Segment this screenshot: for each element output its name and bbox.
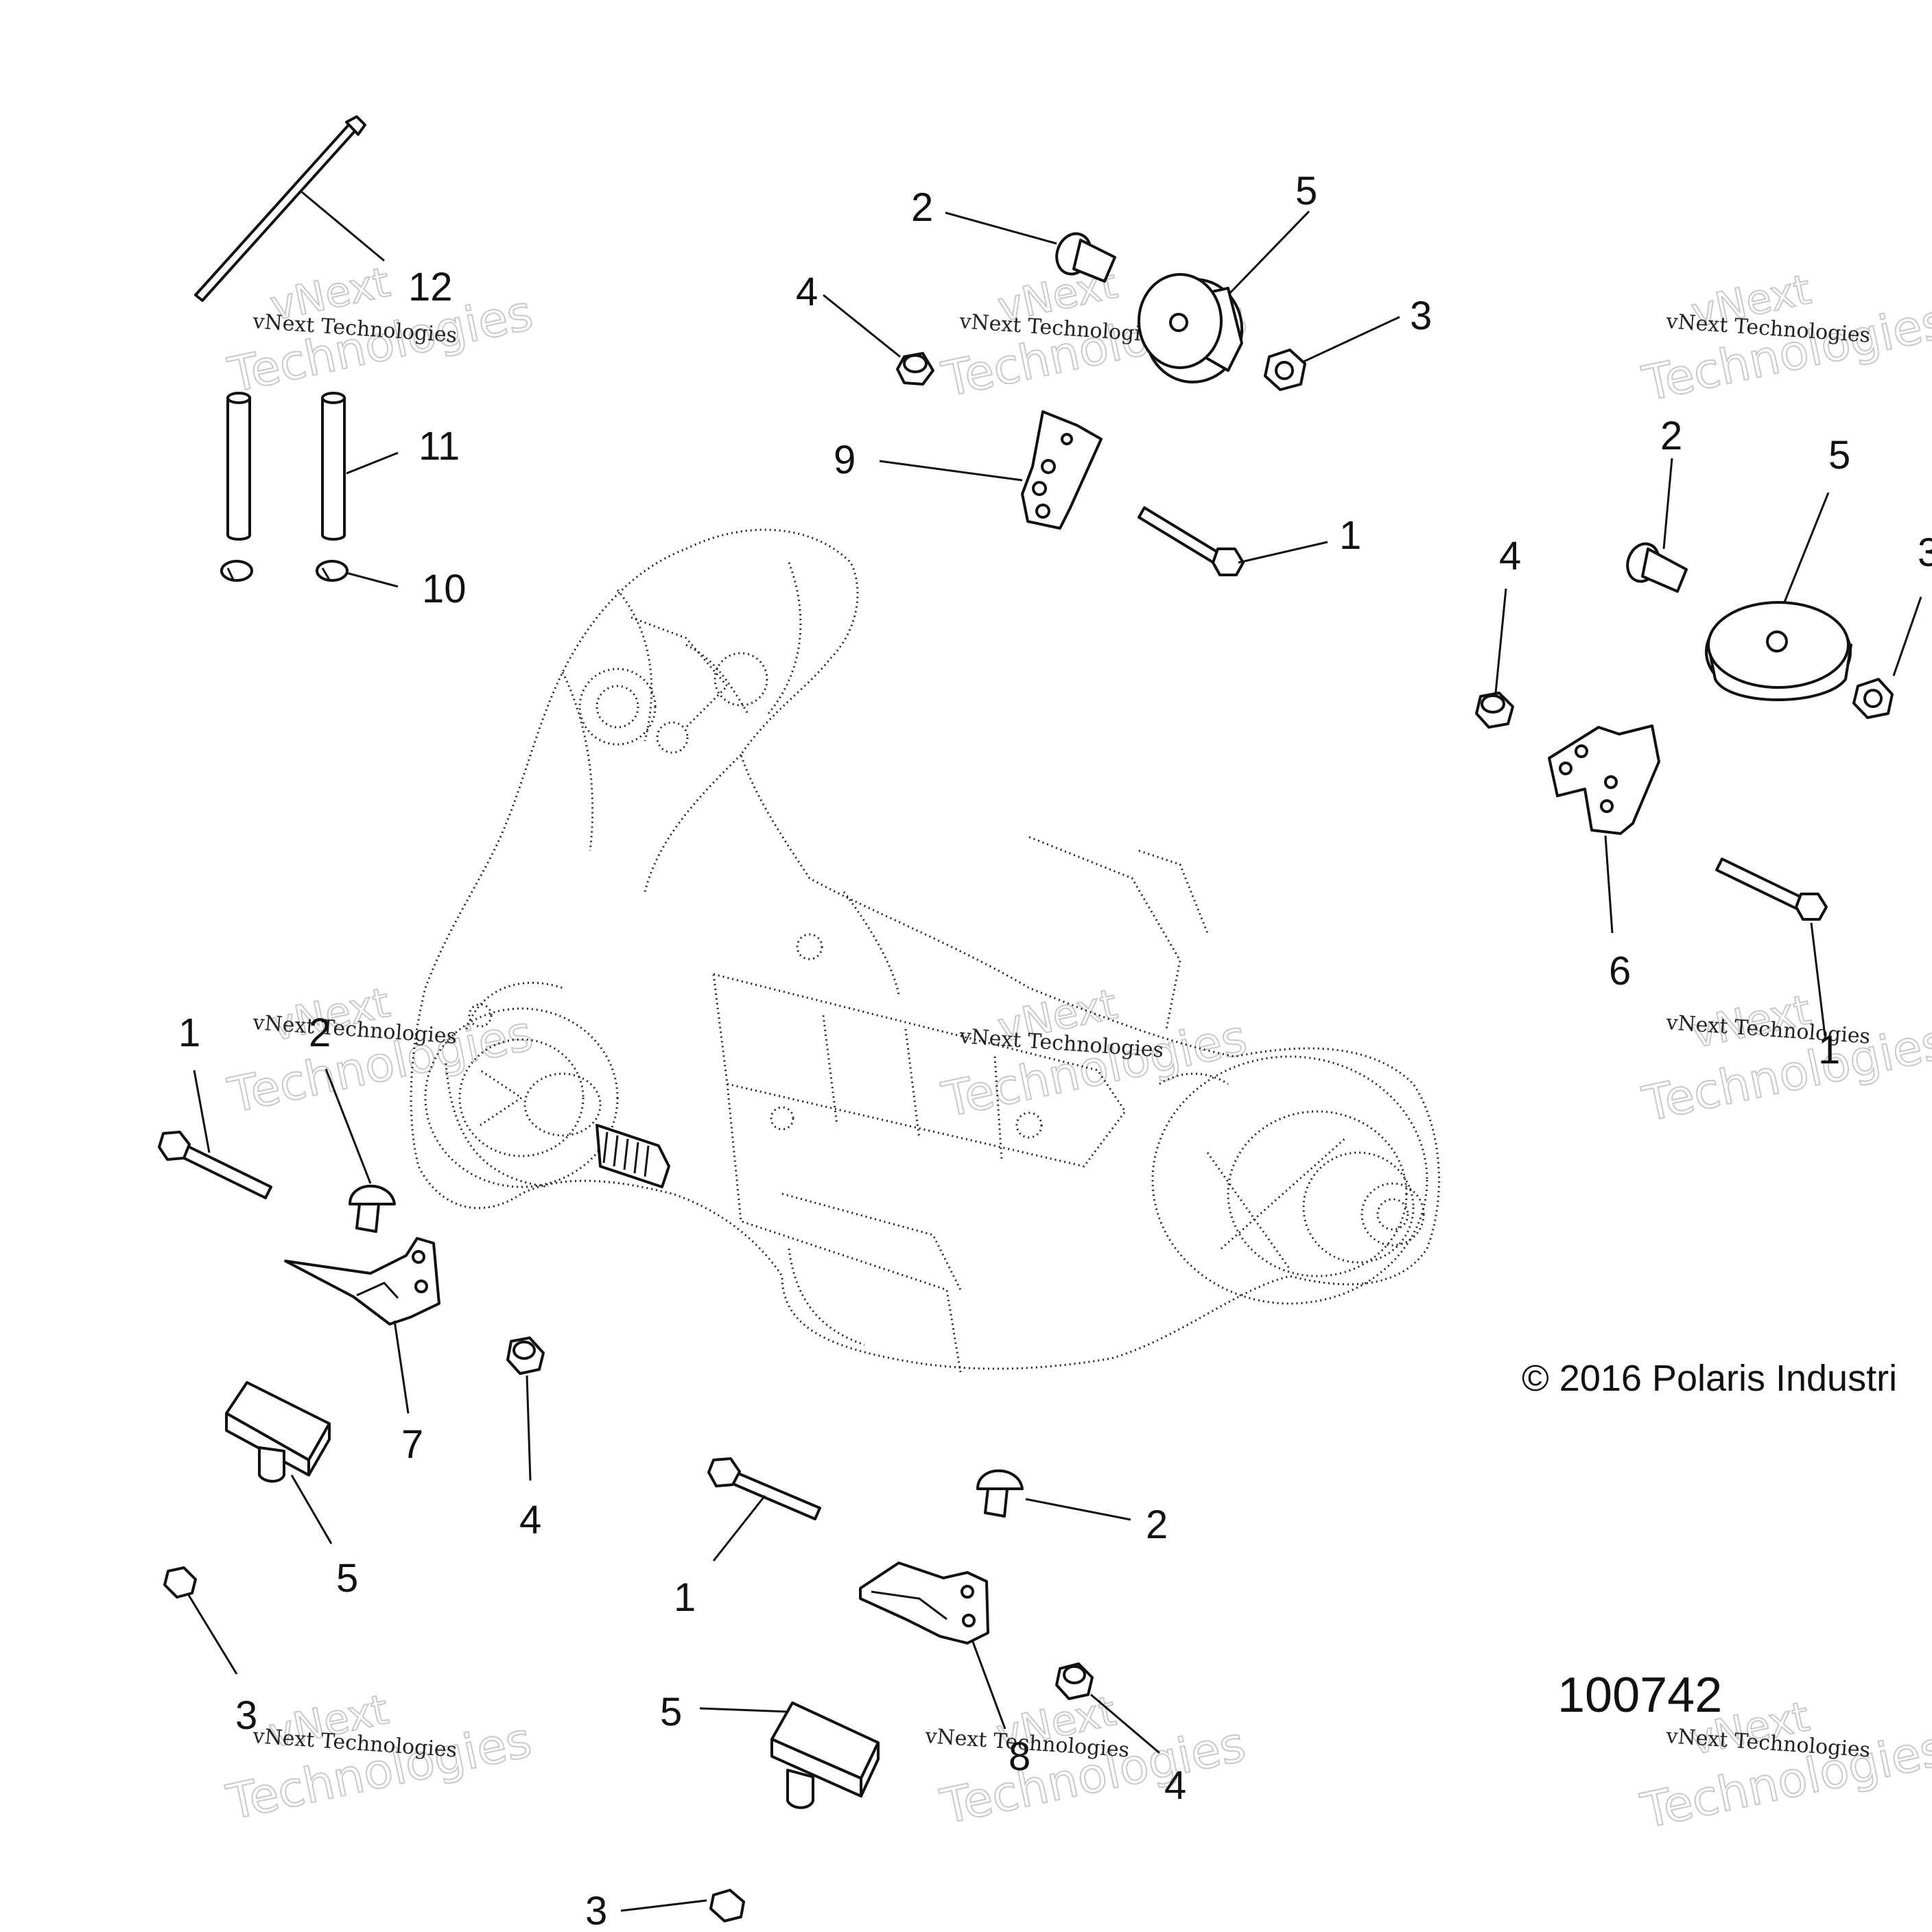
leader-line (945, 211, 1057, 245)
leader-line (1777, 492, 1830, 618)
engine-mount-bracket-part (1021, 410, 1103, 530)
leader-line (1662, 458, 1673, 550)
leader-line (971, 1641, 1006, 1730)
leader-line (879, 460, 1023, 482)
callout-1: 1 (1818, 1028, 1840, 1072)
flange-nut-part (896, 352, 934, 386)
leader-line (526, 1375, 532, 1481)
callout-1: 1 (178, 1011, 200, 1055)
leader-line (325, 1068, 372, 1184)
leader-line (1238, 541, 1328, 564)
leader-line (346, 451, 399, 475)
callout-1: 1 (1339, 513, 1361, 558)
flange-nut-part (506, 1336, 545, 1375)
leader-line (1892, 596, 1922, 676)
callout-11: 11 (419, 424, 460, 469)
leader-line (1227, 210, 1310, 296)
engine-mount-bracket-part (859, 1562, 989, 1645)
rubber-mount-part (225, 1381, 331, 1483)
hex-nut-part (1264, 349, 1306, 391)
leader-line (187, 1594, 238, 1675)
leader-line (301, 191, 385, 262)
leader-line (1604, 835, 1614, 934)
leader-line (393, 1320, 410, 1414)
hose-part-left (226, 392, 251, 541)
engine-mount-bracket-part (284, 1237, 440, 1326)
rubber-mount-part (1138, 273, 1244, 384)
callout-5: 5 (1828, 433, 1850, 478)
callout-2: 2 (309, 1011, 331, 1055)
hose-part-right (321, 392, 346, 541)
leader-line (620, 1899, 707, 1912)
hose-clamp-part-left (220, 560, 253, 582)
callout-6: 6 (1609, 949, 1631, 993)
callout-2: 2 (911, 185, 933, 230)
carriage-bolt-part (976, 1469, 1024, 1518)
long-bolt-part (1138, 506, 1245, 576)
callout-8: 8 (1009, 1734, 1030, 1779)
carriage-bolt-part (1626, 542, 1688, 593)
callout-5: 5 (336, 1556, 358, 1601)
hex-nut-part (163, 1566, 197, 1599)
engine-mount-bracket-part (1548, 724, 1660, 835)
hose-clamp-part-right (316, 560, 349, 582)
callout-3: 3 (1918, 530, 1932, 575)
hex-nut-part (709, 1889, 745, 1922)
long-bolt-part (1715, 858, 1828, 921)
callout-9: 9 (834, 438, 856, 482)
callout-3: 3 (235, 1693, 257, 1738)
callout-2: 2 (1146, 1503, 1168, 1547)
watermark-mid-right: vNext Technologies (1637, 985, 1932, 1133)
rubber-mount-part (770, 1701, 880, 1809)
leader-line (193, 1070, 211, 1153)
leader-line (290, 1474, 333, 1544)
leader-line (712, 1495, 766, 1562)
callout-7: 7 (401, 1422, 423, 1467)
callout-3: 3 (1410, 294, 1432, 338)
flange-nut-part (1055, 1662, 1094, 1700)
callout-1: 1 (674, 1575, 696, 1620)
cable-tie-part (194, 115, 366, 302)
leader-line (1090, 1693, 1160, 1754)
rubber-mount-part (1705, 601, 1852, 701)
leader-line (346, 572, 399, 588)
callout-3: 3 (585, 1889, 607, 1932)
callout-4: 4 (1499, 534, 1521, 578)
callout-4: 4 (796, 270, 818, 314)
leader-line (823, 294, 901, 358)
carriage-bolt-part (349, 1184, 396, 1233)
callout-12: 12 (408, 265, 453, 309)
hex-nut-part (1852, 678, 1894, 719)
flange-nut-part (1475, 692, 1514, 729)
engine-transmission-assembly (410, 528, 1440, 1373)
leader-line (1301, 316, 1400, 364)
callout-5: 5 (660, 1690, 682, 1734)
copyright-notice: © 2016 Polaris Industri (1522, 1358, 1897, 1399)
leader-line (1025, 1498, 1131, 1521)
callout-10: 10 (422, 567, 467, 611)
carriage-bolt-part (1055, 232, 1116, 283)
callout-5: 5 (1295, 169, 1317, 213)
long-bolt-part (158, 1131, 272, 1199)
reference-number: 100742 (1557, 1668, 1722, 1723)
long-bolt-part (707, 1457, 821, 1520)
callout-2: 2 (1660, 414, 1682, 458)
callout-4: 4 (1164, 1763, 1186, 1808)
leader-line (699, 1707, 790, 1713)
leader-line (1810, 922, 1826, 1037)
callout-4: 4 (519, 1498, 541, 1542)
leader-line (1494, 588, 1507, 694)
